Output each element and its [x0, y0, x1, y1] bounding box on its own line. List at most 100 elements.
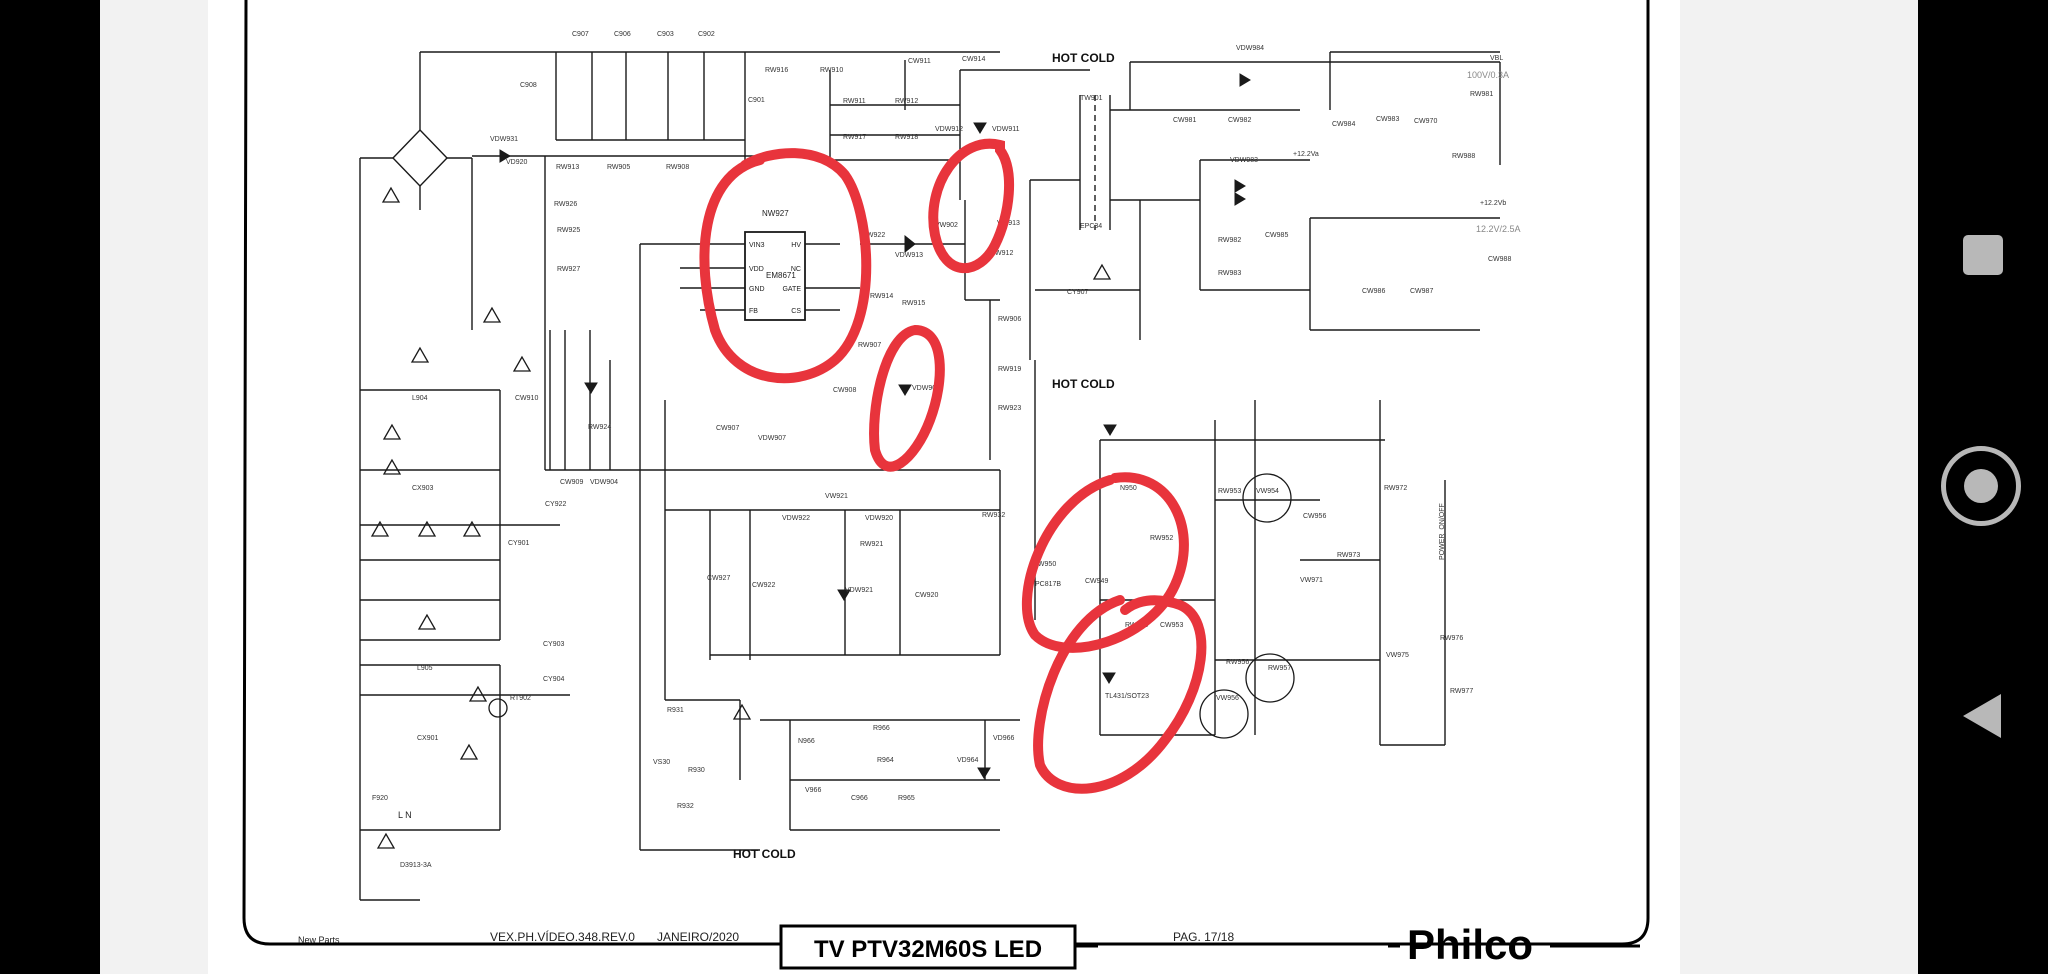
component-label: CW911 [908, 58, 931, 65]
component-label: VW971 [1300, 577, 1323, 584]
component-label: CW984 [1332, 121, 1355, 128]
component-label: RW981 [1470, 91, 1493, 98]
component-label: R966 [873, 725, 890, 732]
component-label: CY903 [543, 641, 565, 648]
component-label: CW987 [1410, 288, 1433, 295]
component-label: RW914 [870, 293, 893, 300]
component-label: RW977 [1450, 688, 1473, 695]
component-label: RW923 [998, 405, 1021, 412]
svg-text:VIN3: VIN3 [749, 242, 765, 249]
ic-body [744, 231, 806, 321]
component-label: RW950 [1033, 561, 1056, 568]
svg-text:GATE: GATE [782, 286, 801, 293]
component-label: C908 [520, 82, 537, 89]
mains-ln-label: L N [398, 810, 412, 820]
page-border [242, 0, 1650, 946]
ref-part-label: TL431/SOT23 [1105, 693, 1149, 700]
component-label: R930 [688, 767, 705, 774]
component-label: VDW911 [992, 126, 1020, 133]
component-label: RW919 [998, 366, 1021, 373]
component-label: VW956 [1216, 695, 1239, 702]
svg-text:NC: NC [791, 266, 801, 273]
component-label: RW907 [858, 342, 881, 349]
component-label: VDW983 [1230, 157, 1258, 164]
rail-12va: +12.2Va [1293, 151, 1319, 158]
footer-new-parts: New Parts [298, 935, 340, 945]
component-label: C902 [698, 31, 715, 38]
component-label: CW981 [1173, 117, 1196, 124]
component-label: V966 [805, 787, 821, 794]
component-label: RW982 [1218, 237, 1241, 244]
component-label: RW905 [607, 164, 630, 171]
document-title: TV PTV32M60S LED [814, 936, 1042, 963]
component-label: L904 [412, 395, 428, 402]
component-label: RW908 [666, 164, 689, 171]
component-label: CX903 [412, 485, 434, 492]
component-label: RW927 [557, 266, 580, 273]
component-label: RW983 [1218, 270, 1241, 277]
component-label: CW909 [560, 479, 583, 486]
component-label: R964 [877, 757, 894, 764]
annotation-circle-mosfet [928, 138, 1014, 274]
component-label: RW972 [1384, 485, 1407, 492]
component-label: CW920 [915, 592, 938, 599]
component-label: C901 [748, 97, 765, 104]
footer-date: JANEIRO/2020 [657, 930, 739, 944]
component-label: VW954 [1256, 488, 1279, 495]
component-label: RW911 [843, 98, 866, 105]
home-button[interactable] [1941, 446, 2025, 530]
component-label: C903 [657, 31, 674, 38]
component-label: CW970 [1414, 118, 1437, 125]
component-label: RW918 [895, 134, 918, 141]
component-label: RW957 [1268, 665, 1291, 672]
recent-apps-button[interactable] [1963, 235, 2005, 277]
component-label: RW922 [862, 232, 885, 239]
component-label: CW956 [1303, 513, 1326, 520]
component-label: CW985 [1265, 232, 1288, 239]
title-box [779, 924, 1077, 970]
circle-icon [1941, 446, 2021, 526]
component-label: CW949 [1085, 578, 1108, 585]
component-label: RW952 [1150, 535, 1173, 542]
component-label: CW914 [962, 56, 985, 63]
component-label: EPC34 [1080, 223, 1102, 230]
component-label: VD920 [506, 159, 528, 166]
component-label: VS30 [653, 759, 670, 766]
warning-icons [370, 186, 1112, 849]
component-label: RW988 [1452, 153, 1475, 160]
component-label: CY907 [1067, 289, 1089, 296]
component-label: CW912 [990, 250, 1013, 257]
component-label: CX901 [417, 735, 439, 742]
component-label: RW912 [895, 98, 918, 105]
zone-label-bottom: HOT COLD [733, 847, 796, 861]
component-label: C907 [572, 31, 589, 38]
component-label: RW932 [982, 512, 1005, 519]
component-label: CW908 [833, 387, 856, 394]
component-label: R932 [677, 803, 694, 810]
component-label: VDW984 [1236, 45, 1264, 52]
component-label: CW910 [515, 395, 538, 402]
component-label: VDW913 [895, 252, 923, 259]
component-label: RW924 [588, 424, 611, 431]
component-label: L905 [417, 665, 433, 672]
back-button[interactable] [1963, 694, 2005, 738]
component-label: CY901 [508, 540, 530, 547]
component-label: RW953 [1218, 488, 1241, 495]
component-label: VDW904 [590, 479, 618, 486]
component-label: CW983 [1376, 116, 1399, 123]
component-label: RW917 [843, 134, 866, 141]
navigation-bar [1920, 0, 2048, 974]
annotation-circle-ic [699, 148, 872, 384]
ic-pins-right: HV NC GATE CS [782, 242, 801, 315]
component-label: D3913-3A [400, 862, 432, 869]
component-label: CY922 [545, 501, 567, 508]
ic-part: EM8671 [766, 271, 796, 280]
component-label: RT902 [510, 695, 531, 702]
svg-text:FB: FB [749, 308, 758, 315]
component-label: R931 [667, 707, 684, 714]
svg-text:VDD: VDD [749, 266, 764, 273]
component-label: RW916 [765, 67, 788, 74]
component-label: CW982 [1228, 117, 1251, 124]
